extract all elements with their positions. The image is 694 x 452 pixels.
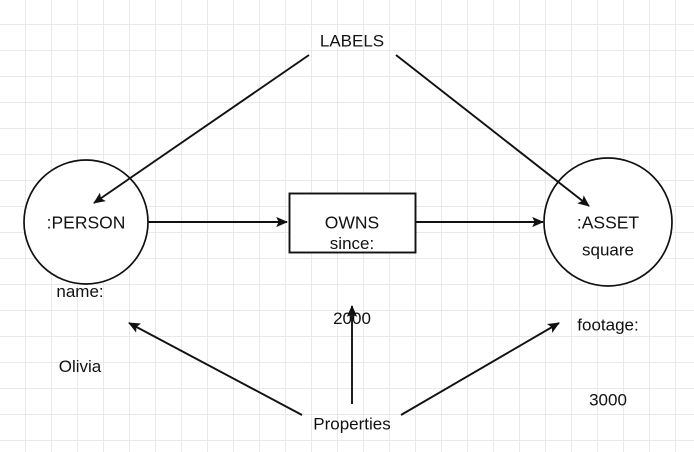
relationship-owns-label: OWNS (324, 212, 380, 233)
labels-callout-text: LABELS (319, 31, 385, 51)
edge-labels-to-person (93, 54, 310, 204)
property-person-value: Olivia (58, 357, 102, 376)
node-person-label: :PERSON (46, 212, 126, 233)
property-asset: square footage: 3000 (577, 188, 638, 452)
relationship-owns-box[interactable] (288, 192, 417, 254)
edge-properties-to-asset-property (400, 322, 560, 416)
node-asset-circle[interactable] (543, 157, 673, 287)
properties-callout-text: Properties (313, 414, 391, 434)
property-person: name: Olivia (56, 229, 103, 429)
property-asset-value: 3000 (589, 390, 627, 410)
edge-labels-to-asset (395, 54, 590, 207)
property-relationship-value: 2000 (333, 309, 371, 328)
property-person-key: name: (56, 282, 104, 301)
edge-properties-to-person-property (128, 322, 303, 416)
property-asset-key-line2: footage: (577, 315, 639, 335)
node-asset-label: :ASSET (576, 212, 640, 233)
property-relationship-key: since: (329, 234, 375, 253)
property-asset-key-line1: square (582, 240, 634, 260)
property-relationship: since: 2000 (330, 181, 374, 381)
